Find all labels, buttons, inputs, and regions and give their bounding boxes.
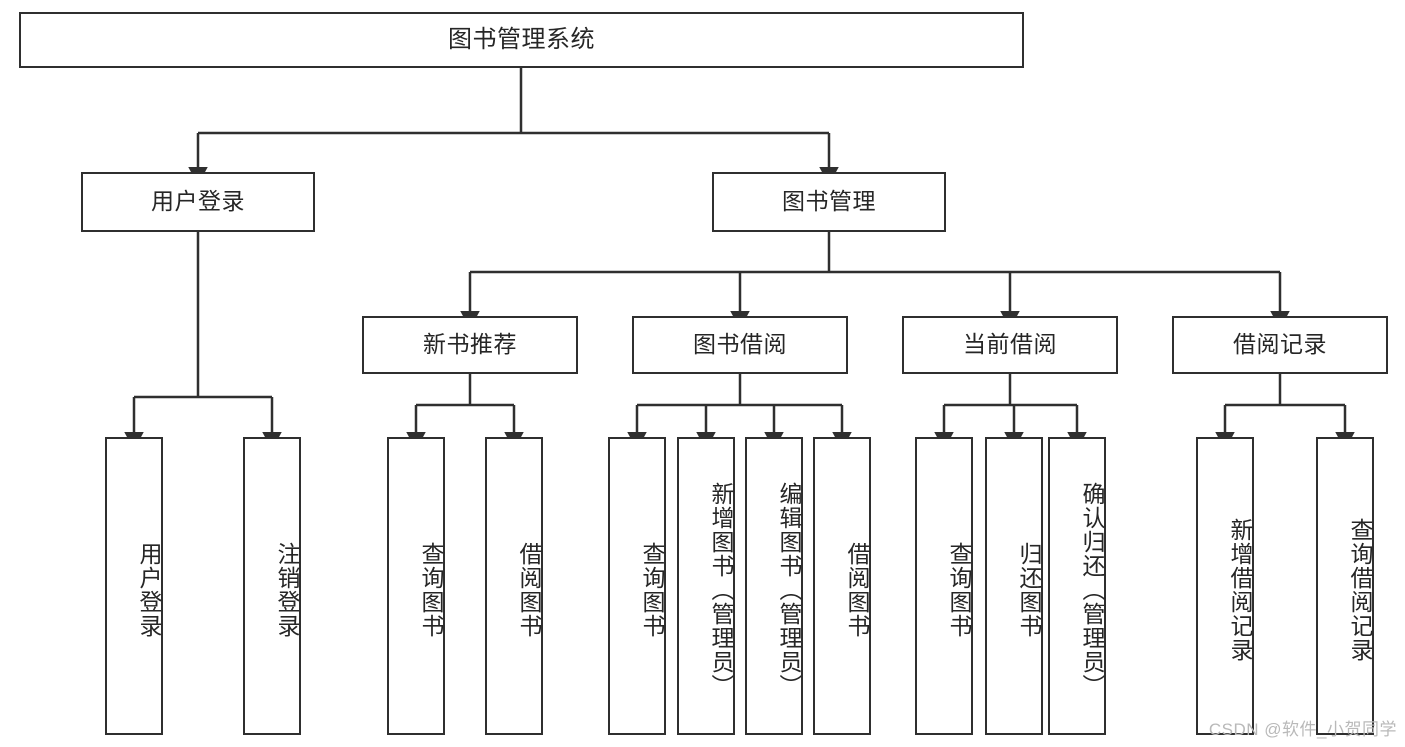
node-label: 当前借阅	[963, 331, 1057, 358]
node-label: 图书管理系统	[448, 25, 595, 53]
node-label: 借阅记录	[1233, 331, 1327, 358]
watermark-label: CSDN @软件_小贺同学	[1208, 720, 1397, 739]
node-leaf-6[interactable]: 编辑图书（管理员）	[745, 437, 803, 735]
node-leaf-0[interactable]: 用户登录	[105, 437, 163, 735]
node-label: 用户登录	[151, 188, 245, 215]
node-label: 查询借阅记录	[1347, 518, 1373, 662]
node-leaf-5[interactable]: 新增图书（管理员）	[677, 437, 735, 735]
node-leaf-9[interactable]: 归还图书	[985, 437, 1043, 735]
node-leaf-7[interactable]: 借阅图书	[813, 437, 871, 735]
node-leaf-3[interactable]: 借阅图书	[485, 437, 543, 735]
node-label: 注销登录	[274, 542, 300, 638]
node-label: 归还图书	[1016, 542, 1042, 638]
node-level3-2[interactable]: 当前借阅	[902, 316, 1118, 374]
node-label: 查询图书	[418, 542, 444, 638]
node-leaf-11[interactable]: 新增借阅记录	[1196, 437, 1254, 735]
node-leaf-8[interactable]: 查询图书	[915, 437, 973, 735]
node-label: 查询图书	[639, 542, 665, 638]
node-label: 新增图书（管理员）	[708, 482, 734, 698]
node-label: 编辑图书（管理员）	[776, 482, 802, 698]
node-leaf-10[interactable]: 确认归还（管理员）	[1048, 437, 1106, 735]
node-root-0[interactable]: 图书管理系统	[19, 12, 1024, 68]
node-label: 借阅图书	[516, 542, 542, 638]
node-level3-0[interactable]: 新书推荐	[362, 316, 578, 374]
node-label: 新增借阅记录	[1227, 518, 1253, 662]
node-label: 查询图书	[946, 542, 972, 638]
node-label: 借阅图书	[844, 542, 870, 638]
node-level3-1[interactable]: 图书借阅	[632, 316, 848, 374]
node-leaf-4[interactable]: 查询图书	[608, 437, 666, 735]
node-label: 图书借阅	[693, 331, 787, 358]
node-leaf-2[interactable]: 查询图书	[387, 437, 445, 735]
node-label: 用户登录	[136, 542, 162, 638]
node-label: 确认归还（管理员）	[1079, 482, 1105, 698]
node-leaf-12[interactable]: 查询借阅记录	[1316, 437, 1374, 735]
node-level3-3[interactable]: 借阅记录	[1172, 316, 1388, 374]
node-label: 图书管理	[782, 188, 876, 215]
node-level2-1[interactable]: 图书管理	[712, 172, 946, 232]
node-label: 新书推荐	[423, 331, 517, 358]
node-level2-0[interactable]: 用户登录	[81, 172, 315, 232]
node-leaf-1[interactable]: 注销登录	[243, 437, 301, 735]
